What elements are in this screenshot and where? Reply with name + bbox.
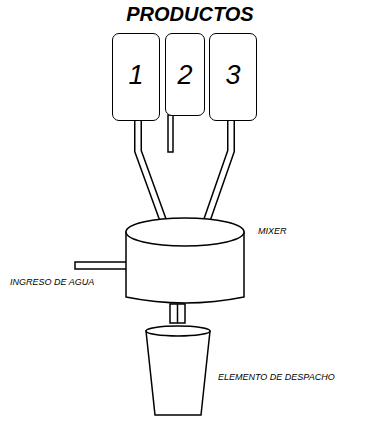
pipe-wall	[207, 121, 231, 220]
product-2-stub-pipe	[168, 115, 173, 152]
title: PRODUCTOS	[126, 3, 253, 26]
mixer-top	[126, 218, 244, 246]
product-tank: 2	[165, 33, 205, 116]
mixer-outlet-divider	[177, 304, 179, 323]
product-tank: 3	[209, 33, 257, 121]
mixer-tank: MIXER	[125, 217, 245, 307]
pipe-bore	[207, 121, 231, 220]
cup-outline	[145, 325, 211, 417]
mixer-outlet-pipe	[170, 304, 185, 323]
product-tank: 1	[112, 33, 160, 121]
part-label: MIXER	[258, 226, 287, 236]
dispense-cup: ELEMENTO DE DESPACHO	[145, 325, 211, 417]
part-label: ELEMENTO DE DESPACHO	[218, 372, 335, 382]
product-number: 1	[113, 34, 159, 91]
pipe-bore	[138, 121, 163, 220]
feed-pipe	[207, 121, 231, 220]
cup-rim	[146, 326, 210, 336]
pipe-wall	[138, 121, 163, 220]
water-inlet-label: INGRESO DE AGUA	[10, 277, 94, 287]
feed-pipe	[138, 121, 163, 220]
product-number: 3	[210, 34, 256, 91]
water-inlet-pipe	[75, 262, 129, 269]
mixer-outline	[125, 217, 245, 307]
product-number: 2	[166, 34, 204, 91]
cup-body	[146, 331, 210, 415]
